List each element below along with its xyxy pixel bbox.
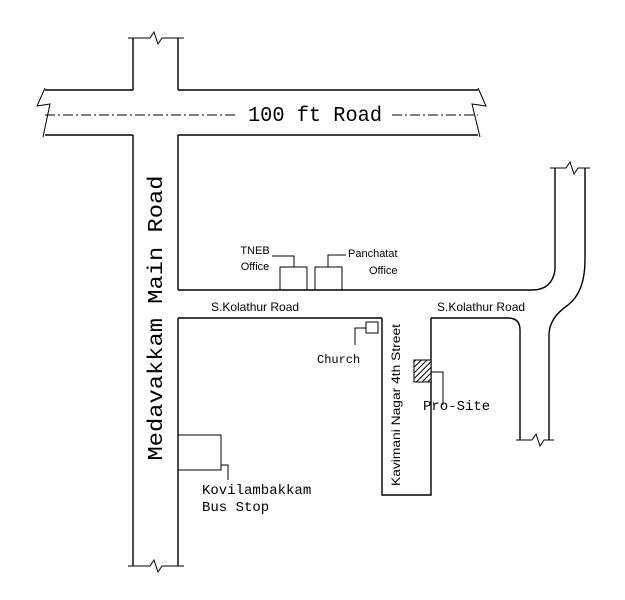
street-kavimani-nagar [381, 318, 432, 496]
s-kolathur-left-label: S.Kolathur Road [211, 300, 299, 314]
pro-site-label: Pro-Site [423, 399, 490, 415]
road-s-kolathur [178, 160, 590, 448]
panchayat-label-1: Panchatat [348, 248, 398, 260]
tneb-label-1: TNEB [240, 245, 269, 257]
tneb-label-2: Office [241, 261, 270, 273]
panchayat-office: Panchatat Office [314, 248, 398, 291]
church: Church [317, 321, 379, 367]
s-kolathur-right-label: S.Kolathur Road [437, 300, 525, 314]
church-label: Church [317, 353, 360, 367]
medavakkam-road-label: Medavakkam Main Road [146, 176, 169, 461]
panchayat-label-2: Office [369, 265, 398, 277]
bus-stop-label-1: Kovilambakkam [202, 483, 311, 499]
road-100ft-label: 100 ft Road [248, 105, 382, 128]
tneb-office: TNEB Office [240, 245, 308, 291]
bus-stop: Kovilambakkam Bus Stop [177, 434, 311, 516]
pro-site: Pro-Site [413, 359, 490, 415]
bus-stop-label-2: Bus Stop [202, 500, 269, 516]
kavimani-street-label: Kavimani Nagar 4th Street [389, 323, 403, 486]
road-100ft [36, 87, 487, 138]
